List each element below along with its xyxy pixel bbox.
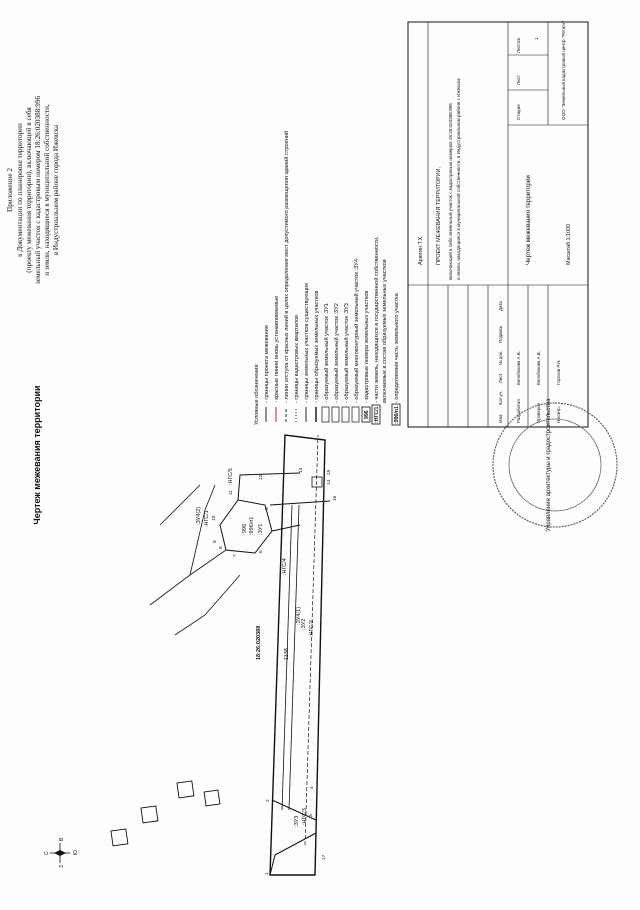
north-arrow-icon: З В С Ю [44, 837, 79, 868]
point-17: 17 [321, 854, 327, 860]
badge-cadastral: 996 [364, 410, 370, 419]
legend-item: - границы кадастровых кварталов [294, 315, 300, 403]
label-ngs2: :НГС/2 [309, 620, 315, 637]
svg-text:З: З [59, 865, 65, 868]
sheet-number: 1 [534, 37, 540, 40]
legend-badges: 996 :НГС/1 :996/п1 [361, 403, 401, 426]
col-sheet: Лист [516, 74, 521, 85]
map-area: З В С Ю [44, 434, 338, 876]
point-10: 10 [211, 515, 217, 521]
label-zu2: :ЗУ2 [301, 619, 307, 630]
point-15: 15 [326, 469, 332, 475]
appendix-header: Приложение 2 к Документации по планировк… [6, 95, 60, 284]
point-7: 7 [232, 554, 238, 557]
parcel-number-label: 996 [242, 524, 248, 533]
appendix-label: Приложение 2 [6, 168, 14, 212]
header-cell: Лист [498, 373, 503, 383]
label-zu4-1: :ЗУ4(1) [296, 607, 302, 625]
role-cell: Разработал [516, 399, 521, 423]
point-3: 3 [308, 814, 314, 817]
legend-item: - красные линии вновь устанавливаемые [274, 296, 280, 403]
header-line-5: в Индустриальном районе города Ижевска [52, 124, 60, 255]
stamp-text: Управление архитектуры и градостроительс… [546, 398, 552, 532]
name-cell: Горохов Р.Н. [556, 360, 561, 385]
client-name: Арютин Т.Х. [418, 235, 424, 265]
col-sheets: Листов [516, 38, 521, 53]
point-6: 6 [258, 550, 264, 553]
legend-item: - границы проекта межевания [264, 325, 270, 403]
project-desc-1: включающей в себя земельный участок с ка… [447, 103, 453, 280]
legend: Условные обозначения: 996 : [254, 131, 401, 426]
label-ngs1: :НГС/1 [204, 510, 210, 527]
seal-stamp-icon: Управление архитектуры и градостроительс… [492, 398, 618, 532]
col-stage: Стадия [516, 104, 521, 120]
label-zu1: :ЗУ1 [258, 524, 264, 535]
legend-item: включаемые в состав образуемых земельных… [382, 259, 388, 403]
legend-item: - образуемый земельный участок :ЗУ2 [333, 303, 340, 403]
header-line-1: к Документации по планировке территории [16, 123, 24, 257]
legend-heading: Условные обозначения: [254, 363, 260, 425]
name-cell: Белобокова А.В. [516, 351, 521, 385]
label-ngs3: :НГС/3 [302, 808, 308, 825]
project-desc-2: и земли, находящиеся в муниципальной соб… [455, 78, 461, 280]
header-line-3: земельный участок с кадастровым номером … [34, 95, 42, 284]
label-zu4-2: :ЗУ4(2) [196, 507, 202, 525]
badge-part: :996/п1 [394, 406, 400, 424]
parcel-extra-label: :996/п1 [249, 517, 255, 535]
project-title: ПРОЕКТ МЕЖЕВАНИЯ ТЕРРИТОРИИ, [436, 167, 442, 265]
name-cell: Белобокова А.В. [536, 351, 541, 385]
point-13: 13 [298, 467, 304, 473]
point-1: 1 [264, 872, 270, 875]
point-2: 2 [265, 799, 271, 802]
legend-item: - определяемая часть земельного участка [394, 292, 400, 403]
point-16: 16 [332, 495, 338, 501]
point-9: 9 [212, 540, 218, 543]
label-ngs5: :НГС/5 [228, 468, 234, 485]
buildings [110, 780, 221, 847]
cadastral-block-label: 18:26:020388 [256, 626, 262, 660]
point-11: 11 [228, 490, 234, 495]
point-4: 4 [309, 786, 315, 789]
header-cell: Подпись [498, 325, 503, 343]
point-numbers: 1 2 3 4 5 6 7 8 9 10 11 12 13 14 15 16 1… [211, 467, 338, 875]
badge-ngs: :НГС/1 [374, 406, 380, 423]
svg-text:В: В [59, 837, 65, 841]
legend-item: - границы образуемых земельных участков [314, 290, 320, 403]
revision-headers: Изм. Кол.уч. Лист № док. Подпись Дата Ра… [498, 301, 561, 423]
point-14: 14 [326, 479, 332, 485]
legend-items: - границы проекта межевания - красные ли… [264, 131, 400, 403]
role-cell: Н.контр. [556, 406, 561, 423]
header-cell: Дата [498, 301, 503, 311]
point-12: 12 [258, 474, 264, 480]
point-8: 8 [218, 546, 224, 549]
label-zu3: :ЗУ3 [294, 816, 300, 827]
svg-text:Ю: Ю [73, 850, 79, 855]
legend-item: - линии отступа от красных линий в целях… [283, 131, 290, 403]
legend-item: - образуемый земельный участок :ЗУ1 [323, 303, 330, 403]
header-line-4: и земли, находящиеся в муниципальной соб… [43, 104, 51, 276]
svg-text:С: С [44, 851, 50, 855]
header-cell: Кол.уч. [498, 391, 503, 405]
legend-item: - образуемый многоконтурный земельный уч… [353, 259, 360, 403]
label-ngs4: :НГС/4 [282, 558, 288, 575]
page-title: Чертеж межевания территории [32, 385, 42, 524]
org-name: ООО "Земельный кадастровый центр "Регион… [560, 20, 566, 120]
legend-item: - образуемый земельный участок :ЗУ3 [343, 303, 350, 403]
header-cell: № док. [498, 351, 503, 365]
header-cell: Изм. [498, 414, 503, 423]
legend-item: - кадастровые номера земельных участков [364, 291, 370, 403]
map-labels: 18:26:020388 1138 996 :996/п1 :ЗУ1 :ЗУ2 … [196, 468, 315, 827]
title-block: Арютин Т.Х. ПРОЕКТ МЕЖЕВАНИЯ ТЕРРИТОРИИ,… [407, 20, 618, 532]
legend-item: - части земель, находящихся в государств… [373, 236, 380, 403]
area-number-label: 1138 [284, 648, 290, 660]
sheet-title: Чертеж межевания территории [525, 175, 532, 265]
point-5: 5 [264, 507, 270, 510]
scale-label: Масштаб 1:1000 [566, 224, 572, 265]
legend-item: - границы земельных участков существующи… [304, 283, 310, 403]
role-cell: Проверил [536, 402, 541, 423]
header-line-2: (проекту межевания территории), включающ… [25, 107, 33, 273]
parcel-boundaries [149, 434, 331, 876]
